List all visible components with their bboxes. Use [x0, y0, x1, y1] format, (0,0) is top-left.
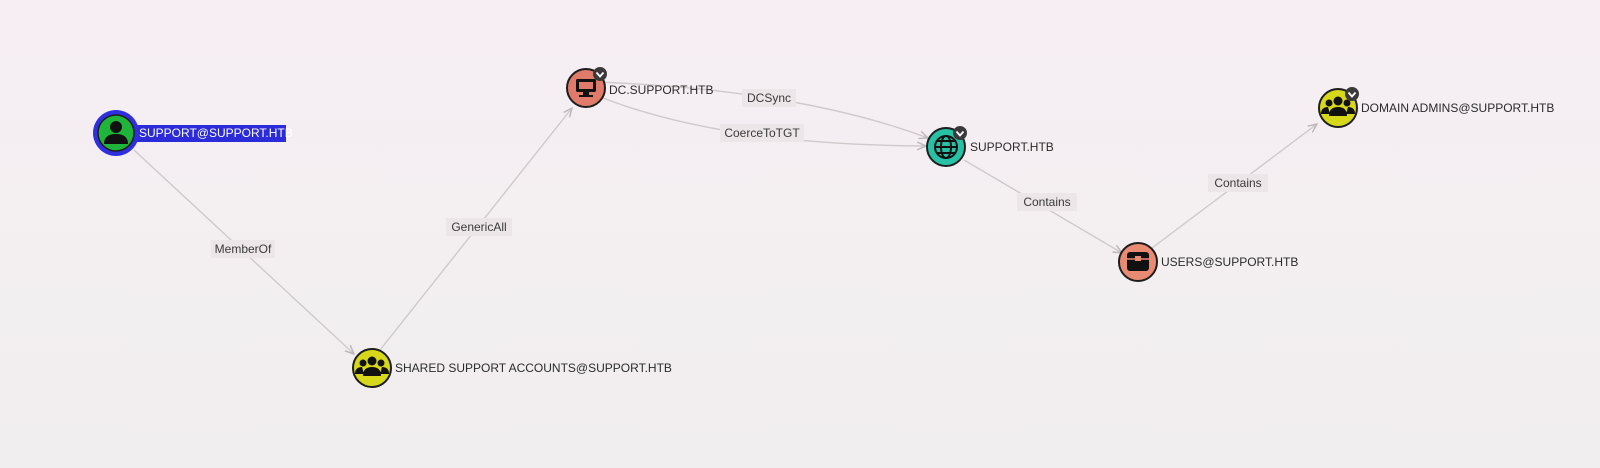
- node-label-domain-admins: DOMAIN ADMINS@SUPPORT.HTB: [1361, 101, 1554, 115]
- chevron-badge-icon[interactable]: [953, 126, 967, 140]
- edge-label-contains-2[interactable]: Contains: [1208, 174, 1268, 192]
- node-domain-admins[interactable]: DOMAIN ADMINS@SUPPORT.HTB: [1318, 87, 1554, 128]
- node-label-shared-support: SHARED SUPPORT ACCOUNTS@SUPPORT.HTB: [395, 361, 672, 375]
- edges: [133, 81, 1317, 354]
- chevron-down-icon: [595, 71, 605, 78]
- edge-label-contains-2-text: Contains: [1214, 176, 1261, 190]
- node-domain[interactable]: SUPPORT.HTB: [926, 126, 1054, 167]
- node-shared-support[interactable]: SHARED SUPPORT ACCOUNTS@SUPPORT.HTB: [352, 348, 672, 388]
- node-label-dc: DC.SUPPORT.HTB: [609, 83, 713, 97]
- chevron-badge-icon[interactable]: [593, 67, 607, 81]
- node-users[interactable]: USERS@SUPPORT.HTB: [1118, 242, 1298, 282]
- computer-icon: [576, 79, 596, 97]
- edge-label-dcsync-text: DCSync: [747, 91, 791, 105]
- selected-label-highlight: [137, 125, 286, 142]
- node-label-domain: SUPPORT.HTB: [970, 140, 1054, 154]
- group-icon: [355, 356, 389, 376]
- box-icon: [1127, 252, 1149, 271]
- edge-label-memberof-text: MemberOf: [215, 242, 272, 256]
- edge-label-genericall-text: GenericAll: [451, 220, 506, 234]
- node-label-support-user: SUPPORT@SUPPORT.HTB: [139, 126, 293, 140]
- edge-label-dcsync[interactable]: DCSync: [742, 89, 796, 107]
- node-label-users: USERS@SUPPORT.HTB: [1161, 255, 1298, 269]
- chevron-down-icon: [1347, 91, 1357, 98]
- chevron-down-icon: [955, 130, 965, 137]
- edge-label-contains-1[interactable]: Contains: [1017, 193, 1077, 211]
- node-dc[interactable]: DC.SUPPORT.HTB: [566, 67, 713, 108]
- edge-label-contains-1-text: Contains: [1023, 195, 1070, 209]
- edge-label-coercetotgt[interactable]: CoerceToTGT: [720, 124, 804, 142]
- node-support-user[interactable]: SUPPORT@SUPPORT.HTB: [93, 110, 293, 156]
- edge-label-genericall[interactable]: GenericAll: [446, 218, 512, 236]
- edge-labels: MemberOf GenericAll DCSync CoerceToTGT C…: [211, 89, 1268, 258]
- globe-icon: [934, 135, 958, 159]
- chevron-badge-icon[interactable]: [1345, 87, 1359, 101]
- group-icon: [1321, 96, 1355, 116]
- edge-label-memberof[interactable]: MemberOf: [211, 240, 275, 258]
- edge-label-coercetotgt-text: CoerceToTGT: [724, 126, 800, 140]
- user-icon: [104, 121, 128, 144]
